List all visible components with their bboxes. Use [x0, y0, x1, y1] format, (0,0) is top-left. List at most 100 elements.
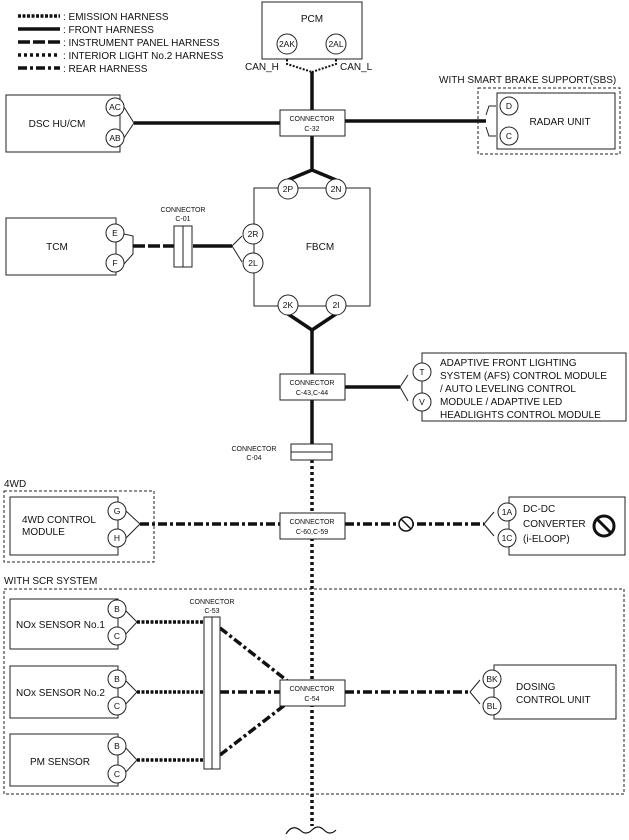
- fbcm-pin-2r: [242, 223, 264, 245]
- dcdc-pin-1c-label: 1C: [502, 533, 513, 543]
- c32-title: CONNECTOR: [290, 116, 335, 123]
- nox2-pin-join: [123, 678, 138, 707]
- radar-pin-d: [499, 96, 519, 116]
- afs-module: ADAPTIVE FRONT LIGHTING SYSTEM (AFS) CON…: [412, 352, 627, 422]
- fbcm-pin-2r-label: 2R: [248, 229, 259, 239]
- dsc-pin-ab-label: AB: [109, 133, 121, 143]
- tcm-pin-e-label: E: [112, 228, 118, 238]
- pm-pin-b-label: B: [114, 741, 120, 751]
- dosing-label-line-2: CONTROL UNIT: [516, 695, 591, 706]
- nox2-pin-b: [107, 669, 127, 689]
- pm-label: PM SENSOR: [30, 757, 90, 768]
- connector-c54: CONNECTOR C-54: [279, 679, 346, 707]
- afs-pin-v: [412, 392, 432, 412]
- dsc-box: [5, 94, 121, 153]
- sbs-group-label: WITH SMART BRAKE SUPPORT(SBS): [439, 75, 616, 86]
- nox2-sensor: NOx SENSOR No.2 B C: [9, 665, 127, 719]
- tcm-pin-e: [105, 223, 125, 243]
- afs-label-line-4: MODULE / ADAPTIVE LED: [440, 397, 562, 408]
- nox2-box: [9, 665, 119, 719]
- nox1-pin-c: [107, 626, 127, 646]
- no-entry-icon: [592, 514, 616, 538]
- dcdc-pin-1a: [497, 502, 517, 522]
- dsc-module: DSC HU/CM AC AB: [5, 94, 135, 153]
- pm-pin-c: [107, 764, 127, 784]
- c04-upper-half: [290, 443, 333, 453]
- nox1-box: [9, 598, 119, 650]
- nox2-label: NOx SENSOR No.2: [16, 688, 105, 699]
- pm-pin-b: [107, 736, 127, 756]
- awd-pin-h-label: H: [114, 533, 120, 543]
- pcm-module: PCM 2AK 2AL CAN_H CAN_L: [245, 1, 373, 73]
- radar-pin-lead-d: [485, 105, 496, 116]
- nox1-pin-b: [107, 599, 127, 619]
- connector-c01: CONNECTOR C-01: [161, 207, 205, 268]
- dsc-pin-ac-label: AC: [109, 102, 121, 112]
- dosing-pin-bk-label: BK: [486, 674, 498, 684]
- c01-left-half: [173, 225, 184, 268]
- afs-pin-t: [412, 362, 432, 382]
- awd-pin-g: [107, 501, 127, 521]
- dsc-label: DSC HU/CM: [29, 119, 86, 130]
- legend-label-emission: : EMISSION HARNESS: [63, 12, 169, 23]
- radar-pin-lead-c: [485, 126, 496, 137]
- pm-pin-c-label: C: [114, 769, 120, 779]
- fbcm-box: [253, 187, 371, 307]
- c32-box: [279, 109, 346, 137]
- fbcm-bottom-wire: [287, 312, 337, 333]
- tcm-pin-f: [105, 253, 125, 273]
- c43-box: [279, 373, 346, 401]
- c54-title: CONNECTOR: [290, 686, 335, 693]
- nox1-label: NOx SENSOR No.1: [16, 620, 105, 631]
- tcm-pin-join: [123, 233, 134, 265]
- radar-pin-d-label: D: [506, 101, 512, 111]
- pm-pin-join: [123, 745, 138, 775]
- afs-box: [421, 352, 627, 422]
- pcm-label: PCM: [301, 14, 323, 25]
- afs-label-line-1: ADAPTIVE FRONT LIGHTING: [440, 358, 577, 369]
- radar-pin-c-label: C: [506, 131, 512, 141]
- dsc-pin-join: [123, 106, 135, 139]
- legend-label-front: : FRONT HARNESS: [63, 25, 154, 36]
- sbs-group-box: [477, 87, 621, 155]
- connector-c53: CONNECTOR C-53: [190, 599, 235, 770]
- dcdc-pin-1c: [497, 528, 517, 548]
- afs-label-line-2: SYSTEM (AFS) CONTROL MODULE: [440, 371, 607, 382]
- c54-box: [279, 679, 346, 707]
- fbcm-pin-2p-label: 2P: [283, 184, 294, 194]
- c60-box: [279, 512, 346, 540]
- radar-pin-c: [499, 126, 519, 146]
- dcdc-label-line-3: (i-ELOOP): [523, 534, 570, 545]
- c53-left-half: [203, 616, 213, 770]
- fbcm-2p-wire: [287, 168, 313, 182]
- nox2-pin-c: [107, 696, 127, 716]
- c32-code: C-32: [304, 126, 319, 133]
- c04-code: C-04: [246, 455, 261, 462]
- dcdc-module: DC-DC CONVERTER (i-ELOOP) 1A 1C: [497, 496, 626, 556]
- afs-pin-join: [399, 374, 409, 402]
- dosing-pin-bk: [482, 669, 502, 689]
- fbcm-pin-2i-label: 2I: [332, 300, 339, 310]
- dcdc-label-line-1: DC-DC: [523, 504, 555, 515]
- harness-lines: [123, 49, 496, 826]
- dcdc-pin-1a-label: 1A: [502, 507, 513, 517]
- dsc-pin-ab: [105, 128, 125, 148]
- c60-code: C-60,C-59: [296, 529, 328, 536]
- c53-c54-upper-wire: [218, 626, 292, 685]
- legend: : EMISSION HARNESS : FRONT HARNESS : INS…: [18, 12, 224, 75]
- dcdc-pin-join: [483, 511, 495, 537]
- nox1-pin-c-label: C: [114, 631, 120, 641]
- fbcm-pin-2k: [277, 294, 299, 316]
- fbcm-pin-2n-label: 2N: [331, 184, 342, 194]
- awd-module: 4WD CONTROL MODULE G H: [9, 496, 127, 556]
- c53-title: CONNECTOR: [190, 599, 235, 606]
- can-h-label: CAN_H: [245, 62, 279, 73]
- awd-label-line-2: MODULE: [22, 527, 65, 538]
- c43-title: CONNECTOR: [290, 380, 335, 387]
- connector-c43: CONNECTOR C-43,C-44: [279, 373, 346, 401]
- c53-code: C-53: [204, 608, 219, 615]
- prohibit-icon: [398, 516, 414, 532]
- pcm-pin-2al-label: 2AL: [328, 39, 343, 49]
- c60-title: CONNECTOR: [290, 519, 335, 526]
- pcm-pin-2ak: [276, 33, 298, 55]
